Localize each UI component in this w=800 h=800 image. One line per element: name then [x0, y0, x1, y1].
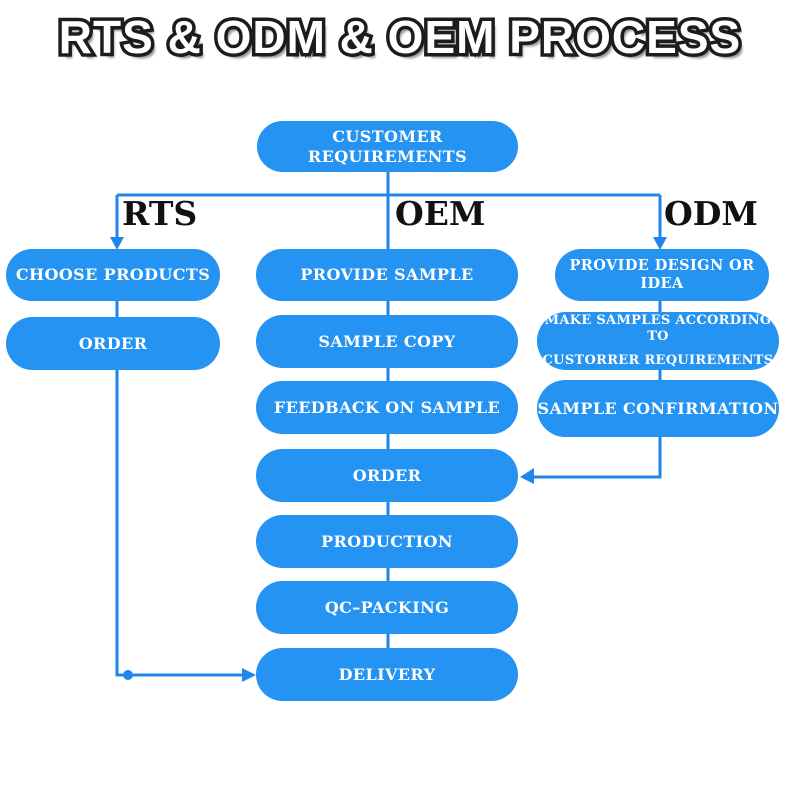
page-title: RTS & ODM & OEM PROCESS RTS & ODM & OEM …: [0, 8, 800, 74]
branch-label-oem: OEM: [395, 194, 486, 233]
node-customer-requirements: CUSTOMER REQUIREMENTS: [257, 121, 518, 172]
page-title-outline: RTS & ODM & OEM PROCESS: [55, 8, 743, 67]
arrowhead-delivery-icon: [242, 668, 256, 682]
node-oem-sample-copy: SAMPLE COPY: [256, 315, 518, 368]
node-rts-choose-products: CHOOSE PRODUCTS: [6, 249, 220, 301]
connector-rts-to-delivery: [115, 370, 242, 677]
branch-label-odm: ODM: [664, 194, 758, 233]
node-oem-order: ORDER: [256, 449, 518, 502]
node-odm-make-samples-line1: MAKE SAMPLES ACCORDING TO: [544, 313, 772, 345]
node-oem-qc-packing: QC–PACKING: [256, 581, 518, 634]
arrowhead-rts-down-icon: [110, 237, 124, 250]
node-rts-order: ORDER: [6, 317, 220, 370]
node-oem-provide-sample: PROVIDE SAMPLE: [256, 249, 518, 301]
node-odm-make-samples: MAKE SAMPLES ACCORDING TO CUSTORRER REQU…: [537, 312, 779, 370]
junction-dot-icon: [123, 670, 133, 680]
arrowhead-order-icon: [520, 468, 534, 484]
connector-odm-to-order: [534, 436, 662, 479]
node-oem-delivery: DELIVERY: [256, 648, 518, 701]
branch-label-rts: RTS: [122, 194, 198, 233]
node-odm-sample-confirmation: SAMPLE CONFIRMATION: [537, 380, 779, 437]
node-odm-provide-design-or-idea: PROVIDE DESIGN OR IDEA: [555, 249, 769, 301]
node-oem-feedback-on-sample: FEEDBACK ON SAMPLE: [256, 381, 518, 434]
node-oem-production: PRODUCTION: [256, 515, 518, 568]
arrowhead-odm-down-icon: [653, 237, 667, 250]
page-title-text: RTS & ODM & OEM PROCESS: [58, 11, 742, 63]
node-odm-make-samples-line2: CUSTORRER REQUIREMENTS: [542, 352, 774, 368]
